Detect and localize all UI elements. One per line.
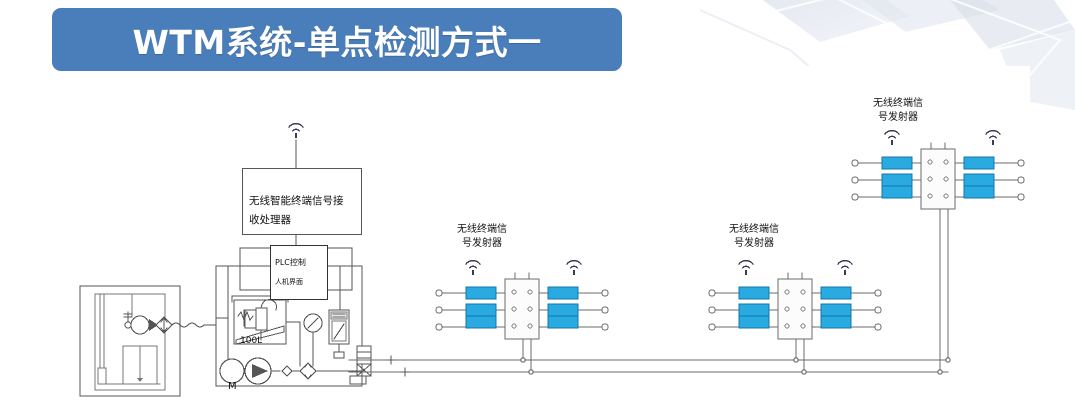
tank-volume-text: 100L bbox=[240, 336, 263, 347]
antenna-icon-right-left bbox=[738, 259, 754, 276]
left-cabinet bbox=[79, 285, 217, 397]
sensor-module-right bbox=[708, 272, 882, 340]
sensor-module-center bbox=[435, 272, 609, 340]
receiver-label-box: 无线智能终端信号接 收处理器 bbox=[242, 168, 362, 235]
motor-label: M bbox=[228, 365, 237, 394]
transmitter-label-topright: 无线终端信 号发射器 bbox=[860, 82, 936, 126]
title-banner: WTM系统-单点检测方式一 bbox=[52, 8, 622, 71]
antenna-icon-center-right bbox=[566, 259, 582, 276]
transmitter-label-center: 无线终端信 号发射器 bbox=[444, 208, 520, 252]
motor-text: M bbox=[228, 380, 237, 392]
tank-volume-label: 100L bbox=[240, 322, 262, 348]
antenna-icon-center-left bbox=[465, 259, 481, 276]
transmitter-label-right: 无线终端信 号发射器 bbox=[716, 208, 792, 252]
antenna-icon-receiver bbox=[288, 122, 304, 139]
pipeline-bus bbox=[348, 199, 951, 385]
plc-label-line2: 人机界面 bbox=[275, 278, 303, 286]
antenna-icon-topright-right bbox=[985, 129, 1001, 146]
antenna-icon-right-right bbox=[837, 259, 853, 276]
sensor-module-topright bbox=[851, 142, 1025, 210]
transmitter-label-right-text: 无线终端信 号发射器 bbox=[729, 223, 779, 250]
plc-label-line1: PLC控制 bbox=[275, 258, 306, 267]
transmitter-label-topright-text: 无线终端信 号发射器 bbox=[873, 97, 923, 124]
transmitter-label-center-text: 无线终端信 号发射器 bbox=[457, 223, 507, 250]
antenna-icon-topright-left bbox=[884, 129, 900, 146]
plc-label-box: PLC控制 人机界面 bbox=[270, 245, 328, 300]
receiver-label-text: 无线智能终端信号接 收处理器 bbox=[249, 194, 344, 226]
page-title: WTM系统-单点检测方式一 bbox=[132, 22, 542, 62]
pump-station bbox=[215, 265, 363, 387]
